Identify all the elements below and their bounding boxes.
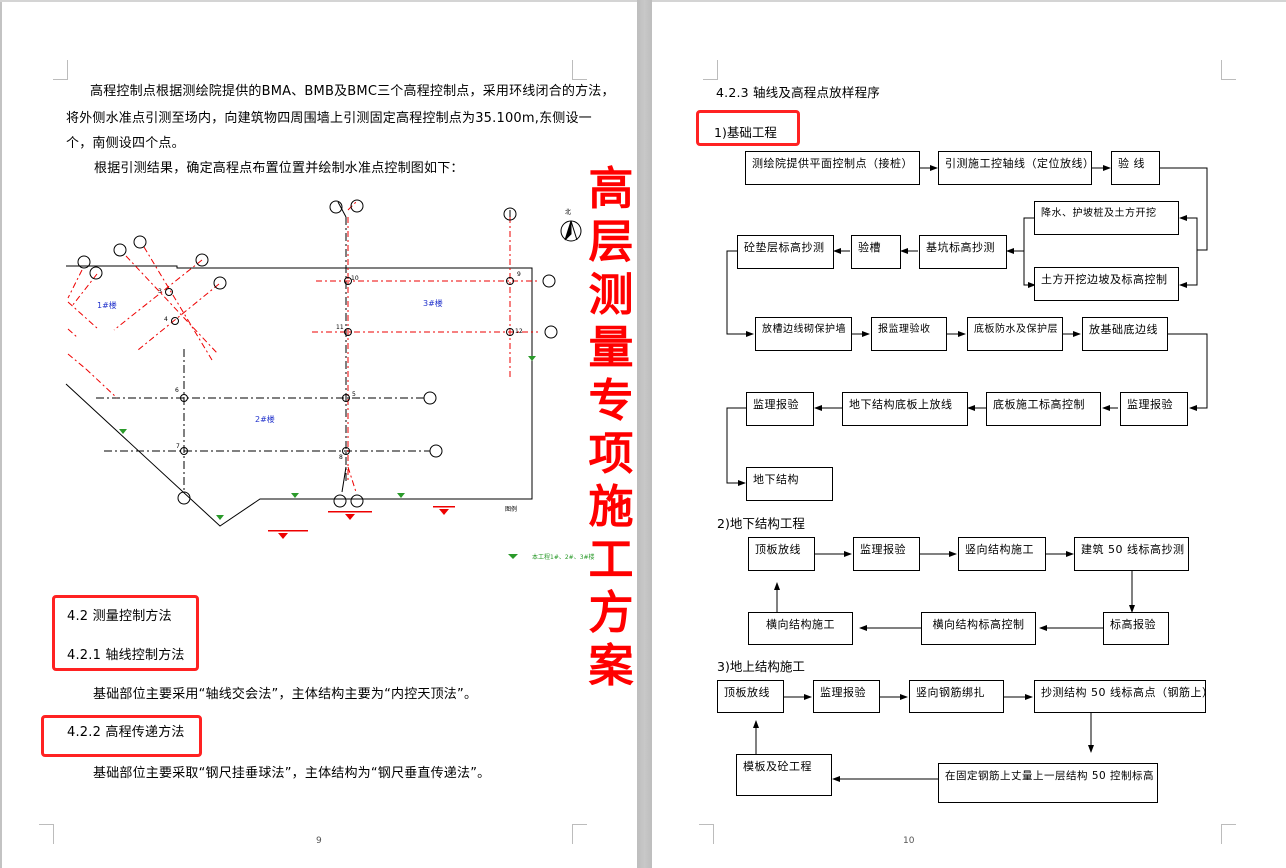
flow-step: 监理报验 (746, 392, 814, 426)
flow-step: 竖向钢筋绑扎 (909, 680, 1004, 713)
paragraph-line: 将外侧水准点引测至场内，向建筑物四周围墙上引测固定高程控制点为35.100m,东… (66, 111, 592, 126)
flow-step: 横向结构标高控制 (921, 612, 1036, 645)
flow-step: 顶板放线 (717, 680, 784, 713)
highlight-box (41, 715, 202, 757)
flow-step: 验 线 (1111, 151, 1160, 185)
flow-step: 监理报验 (853, 537, 920, 571)
flow-step: 底板防水及保护层 (967, 317, 1063, 351)
benchmark-control-plan: 3 4 5 6 7 8 9 10 11 12 北 图例 1#楼 2#楼 3#楼 (65, 199, 595, 561)
heading-4-2-3: 4.2.3 轴线及高程点放样程序 (716, 85, 880, 100)
svg-text:8: 8 (339, 454, 343, 461)
document-page-9: 高程控制点根据测绘院提供的BMA、BMB及BMC三个高程控制点，采用环线闭合的方… (2, 2, 637, 868)
highlight-box (696, 110, 800, 146)
flow-step: 放基础底边线 (1082, 317, 1168, 351)
svg-text:2#楼: 2#楼 (255, 414, 275, 424)
svg-text:9: 9 (517, 271, 521, 278)
flow-step: 顶板放线 (748, 537, 815, 571)
paragraph: 基础部位主要采用“轴线交会法”，主体结构主要为“内控天顶法”。 (93, 687, 478, 702)
crop-mark (703, 60, 718, 80)
flow-step: 地下结构 (746, 467, 833, 501)
page-number: 10 (903, 836, 915, 846)
svg-text:10: 10 (351, 275, 359, 282)
flow-step: 放槽边线砌保护墙 (755, 317, 852, 351)
crop-mark (699, 824, 714, 844)
flow-step: 在固定钢筋上丈量上一层结构 50 控制标高 (938, 763, 1158, 803)
crop-mark (1221, 824, 1236, 844)
svg-text:3: 3 (158, 288, 162, 295)
highlight-box (52, 595, 199, 671)
section-title: 3)地上结构施工 (717, 659, 805, 674)
paragraph: 根据引测结果，确定高程点布置位置并绘制水准点控制图如下： (94, 161, 464, 176)
crop-mark (53, 60, 68, 80)
svg-text:12: 12 (515, 328, 523, 335)
flow-step: 地下结构底板上放线 (842, 392, 968, 426)
flow-step: 报监理验收 (871, 317, 947, 351)
svg-text:1#楼: 1#楼 (97, 300, 117, 310)
paragraph-line: 高程控制点根据测绘院提供的BMA、BMB及BMC三个高程控制点，采用环线闭合的方… (90, 84, 615, 99)
flow-step: 底板施工标高控制 (986, 392, 1101, 426)
flow-step: 验槽 (851, 235, 901, 269)
svg-text:4: 4 (164, 316, 168, 323)
flow-step: 横向结构施工 (748, 612, 853, 645)
flow-step: 标高报验 (1103, 612, 1169, 645)
svg-text:北: 北 (565, 208, 571, 216)
flow-step: 建筑 50 线标高抄测 (1074, 537, 1189, 571)
svg-text:3#楼: 3#楼 (423, 298, 443, 308)
flow-step: 砼垫层标高抄测 (737, 235, 834, 269)
crop-mark (572, 824, 587, 844)
svg-text:6: 6 (175, 387, 179, 394)
crop-mark (1221, 60, 1236, 80)
heading-4-2-1: 4.2.1 轴线控制方法 (67, 648, 185, 663)
flow-step: 监理报验 (1120, 392, 1188, 426)
section-title: 1)基础工程 (714, 125, 777, 140)
page-number: 9 (316, 836, 322, 846)
page-gutter (637, 0, 652, 868)
heading-4-2-2: 4.2.2 高程传递方法 (67, 725, 185, 740)
flow-step: 基坑标高抄测 (919, 235, 1007, 269)
svg-text:图例: 图例 (505, 505, 517, 513)
crop-mark (572, 60, 587, 80)
svg-text:7: 7 (176, 443, 180, 450)
flow-step: 监理报验 (813, 680, 880, 713)
overlay-title: 高层 测量 专项 施工 方案 (588, 162, 634, 692)
paragraph-line: 个，南侧设四个点。 (66, 136, 185, 151)
section-title: 2)地下结构工程 (717, 516, 805, 531)
paragraph: 基础部位主要采取“钢尺挂垂球法”，主体结构为“钢尺垂直传递法”。 (93, 766, 491, 781)
document-page-10: 4.2.3 轴线及高程点放样程序 1)基础工程 (652, 2, 1286, 868)
crop-mark (39, 824, 54, 844)
svg-text:本工程1#、2#、3#楼: 本工程1#、2#、3#楼 (532, 553, 595, 561)
flow-step: 测绘院提供平面控制点（接桩） (745, 151, 920, 185)
flow-step: 抄测结构 50 线标高点（钢筋上） (1034, 680, 1213, 713)
flow-step: 土方开挖边坡及标高控制 (1034, 267, 1179, 301)
svg-text:11: 11 (336, 324, 344, 331)
flow-step: 模板及砼工程 (736, 754, 832, 796)
heading-4-2: 4.2 测量控制方法 (67, 609, 172, 624)
flow-step: 降水、护坡桩及土方开挖 (1034, 201, 1179, 235)
flow-step: 引测施工控轴线（定位放线） (938, 151, 1094, 185)
svg-text:5: 5 (352, 391, 356, 398)
flow-step: 竖向结构施工 (958, 537, 1046, 571)
